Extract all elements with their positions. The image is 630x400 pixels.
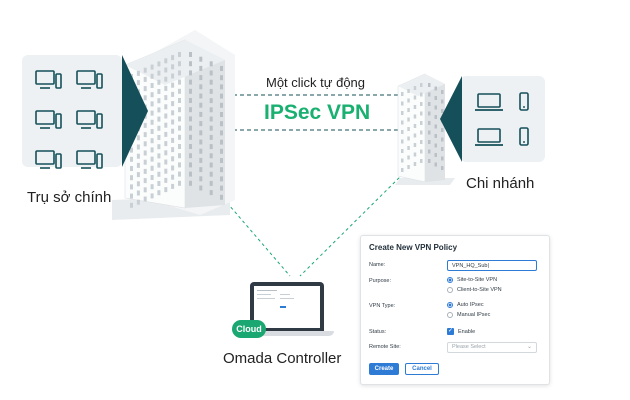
desktop-icon [34, 109, 70, 136]
vpn-title: IPSec VPN [264, 101, 371, 124]
branch-devices-panel [460, 76, 545, 162]
create-button[interactable]: Create [369, 363, 399, 375]
radio-unselected-icon [447, 312, 453, 318]
hq-devices-panel [22, 55, 122, 169]
desktop-icon [75, 149, 111, 176]
controller-link-hq [179, 147, 291, 277]
purpose-option-client-to-site[interactable]: Client-to-Site VPN [447, 287, 502, 293]
checkmark-icon: ✓ [447, 328, 454, 335]
desktop-icon [34, 69, 70, 96]
controller-link-branch [299, 164, 413, 277]
desktop-icon [75, 69, 111, 96]
purpose-option-site-to-site[interactable]: Site-to-Site VPN [447, 277, 497, 283]
name-label: Name: [369, 262, 386, 268]
laptop-icon [474, 127, 504, 152]
chevron-down-icon: ⌄ [526, 344, 532, 350]
branch-building-icon [395, 73, 455, 185]
laptop-icon [474, 92, 504, 117]
branch-device-list [474, 92, 530, 152]
remote-site-label: Remote Site: [369, 344, 401, 350]
laptop-base [246, 331, 334, 336]
headquarters-label: Trụ sở chính [27, 189, 112, 206]
vpn-type-label: VPN Type: [369, 303, 396, 309]
controller-label: Omada Controller [223, 350, 342, 367]
cloud-badge: Cloud [232, 320, 266, 338]
hq-connector-wedge [122, 55, 148, 167]
vpn-subtitle: Một click tự động [266, 75, 366, 90]
radio-selected-icon [447, 302, 453, 308]
radio-selected-icon [447, 277, 453, 283]
desktop-icon [75, 109, 111, 136]
select-placeholder: Please Select [452, 344, 486, 350]
remote-site-select[interactable]: Please Select ⌄ [447, 342, 537, 353]
branch-connector-wedge [440, 76, 462, 162]
name-input[interactable]: VPN_HQ_Sub| [447, 260, 537, 271]
option-label: Client-to-Site VPN [457, 287, 502, 293]
vpn-type-option-manual[interactable]: Manual IPsec [447, 312, 490, 318]
status-label: Status: [369, 329, 387, 335]
vpn-type-option-auto[interactable]: Auto IPsec [447, 302, 484, 308]
option-label: Enable [458, 328, 476, 335]
smartphone-icon [518, 127, 530, 152]
hq-device-grid [34, 69, 111, 176]
cancel-button[interactable]: Cancel [405, 363, 439, 375]
smartphone-icon [518, 92, 530, 117]
desktop-icon [34, 149, 70, 176]
dialog-title: Create New VPN Policy [369, 243, 458, 252]
option-label: Manual IPsec [457, 312, 491, 318]
radio-unselected-icon [447, 287, 453, 293]
laptop-screen-content [254, 286, 320, 328]
create-vpn-policy-dialog: Create New VPN Policy Name: VPN_HQ_Sub| … [360, 235, 550, 385]
option-label: Auto IPsec [457, 302, 484, 308]
status-enable-checkbox[interactable]: ✓ Enable [447, 328, 475, 335]
option-label: Site-to-Site VPN [457, 277, 498, 283]
branch-label: Chi nhánh [466, 175, 535, 192]
purpose-label: Purpose: [369, 278, 392, 284]
